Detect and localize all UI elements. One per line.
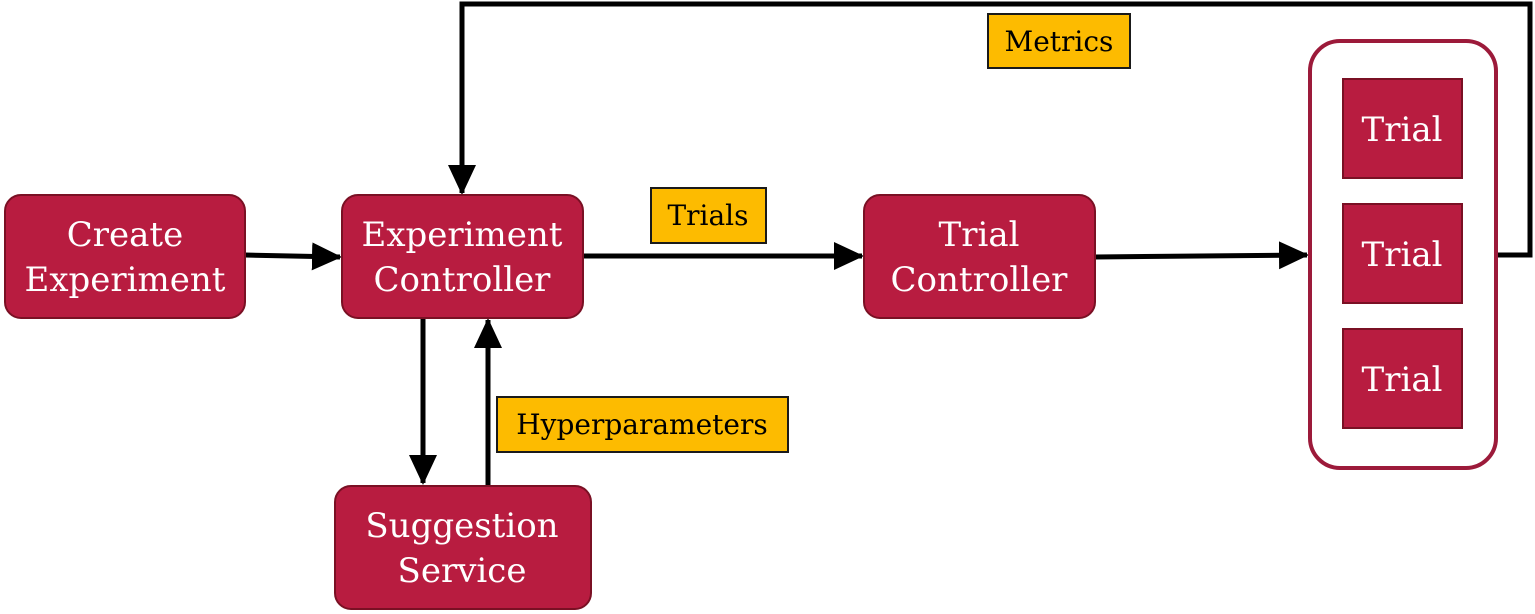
node-suggestion-service-line1: Suggestion: [365, 506, 558, 546]
edge-metrics-feedback: [448, 1, 1533, 258]
edge-label-metrics: Metrics: [987, 13, 1131, 69]
node-create-experiment-line2: Experiment: [25, 260, 226, 300]
trial-node-3-label: Trial: [1362, 360, 1443, 400]
node-create-experiment-box: [4, 194, 246, 319]
node-create-experiment-line1: Create: [67, 215, 183, 255]
edge-label-trials: Trials: [650, 187, 767, 244]
edge-label-hyperparameters-box: [496, 396, 789, 453]
edge-label-trials-box: [650, 187, 767, 244]
node-trial-controller: Trial Controller: [863, 194, 1096, 319]
edge-label-hyperparameters: Hyperparameters: [496, 396, 789, 453]
node-trial-controller-line2: Controller: [891, 260, 1069, 300]
trial-node-2-box: [1342, 203, 1463, 304]
node-experiment-controller-line1: Experiment: [362, 215, 563, 255]
node-create-experiment: Create Experiment: [4, 194, 246, 319]
node-suggestion-service-box: [334, 485, 592, 610]
edge-label-metrics-box: [987, 13, 1131, 69]
trial-node-1: Trial: [1342, 78, 1463, 179]
node-suggestion-service: Suggestion Service: [334, 485, 592, 610]
trial-node-2: Trial: [1342, 203, 1463, 304]
edge-create-to-controller: [244, 242, 342, 271]
node-experiment-controller-line2: Controller: [374, 260, 552, 300]
trial-node-1-label: Trial: [1362, 110, 1443, 150]
trial-node-2-label: Trial: [1362, 235, 1443, 275]
node-suggestion-service-line2: Service: [398, 551, 527, 591]
edge-label-hyperparameters-text: Hyperparameters: [516, 408, 768, 441]
edge-trial-controller-to-trials: [1094, 241, 1309, 270]
node-experiment-controller: Experiment Controller: [341, 194, 584, 319]
trial-node-3: Trial: [1342, 328, 1463, 429]
edge-label-metrics-text: Metrics: [1005, 25, 1114, 58]
node-trial-controller-box: [863, 194, 1096, 319]
edges: [244, 1, 1533, 486]
node-experiment-controller-box: [341, 194, 584, 319]
edge-label-trials-text: Trials: [667, 199, 748, 232]
trials-group: Trial Trial Trial: [1308, 39, 1498, 470]
trial-node-1-box: [1342, 78, 1463, 179]
node-trial-controller-line1: Trial: [939, 215, 1020, 255]
trial-node-3-box: [1342, 328, 1463, 429]
